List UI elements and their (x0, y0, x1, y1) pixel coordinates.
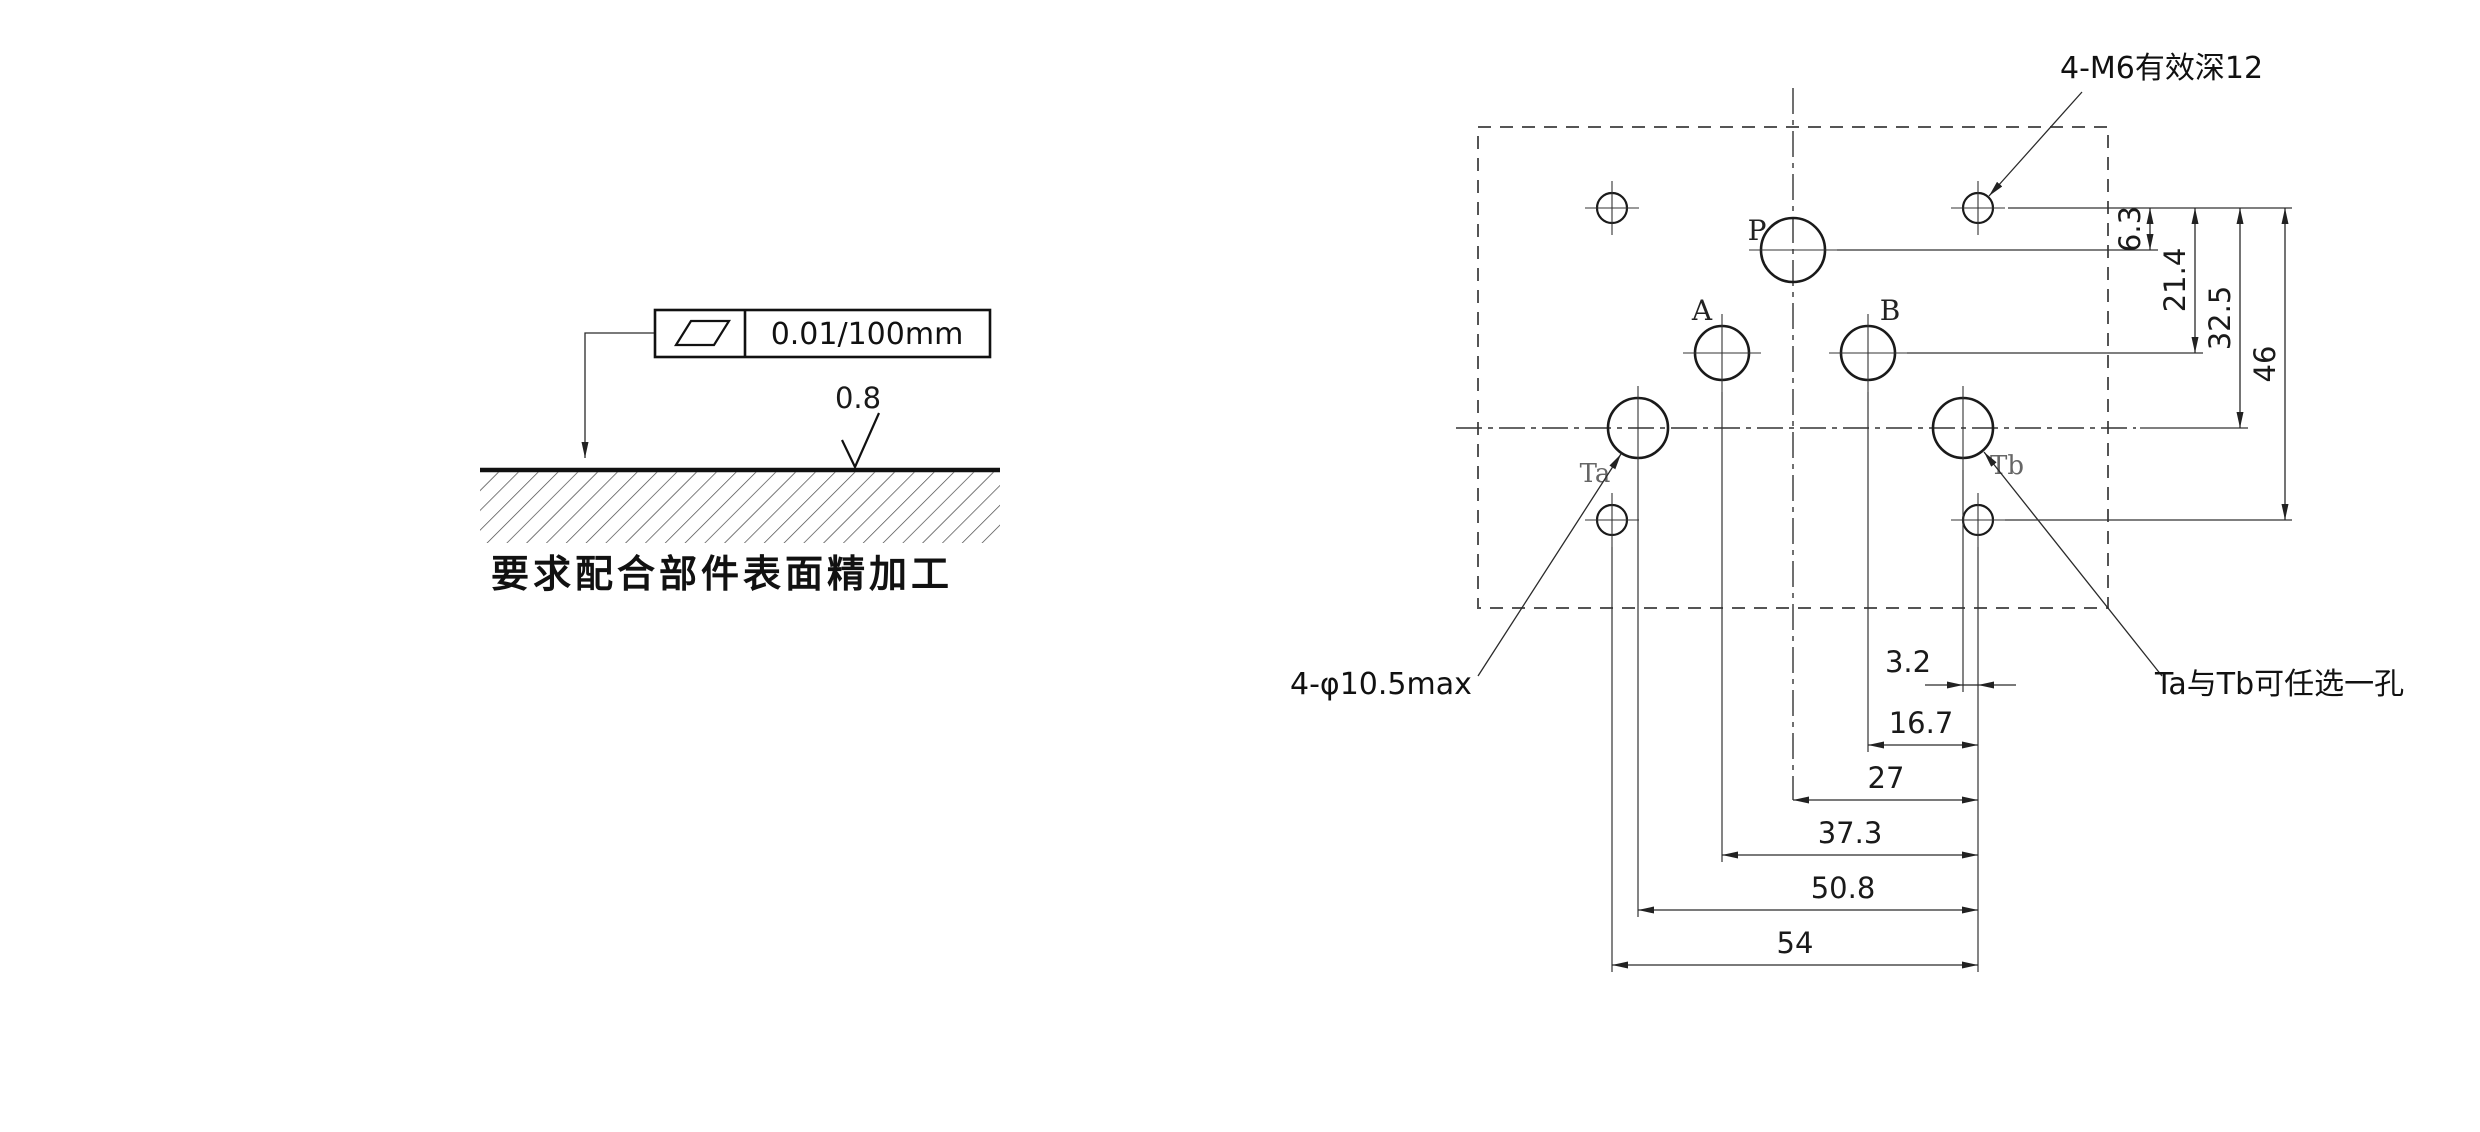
flatness-symbol-icon (674, 319, 731, 347)
tolerance-value: 0.01/100mm (771, 317, 964, 352)
bolt-hole-top-left (1585, 181, 1639, 235)
dim-text-21-4: 21.4 (2158, 248, 2192, 313)
callout-thread-holes: 4-M6有效深12 (1988, 51, 2263, 197)
callout-port-holes-text: 4-φ10.5max (1290, 667, 1472, 702)
dim-text-54: 54 (1777, 926, 1814, 960)
tolerance-frame (653, 308, 992, 359)
callout-port-holes: 4-φ10.5max (1290, 453, 1622, 702)
port-p-label: P (1748, 214, 1767, 247)
port-a: A (1683, 294, 1761, 392)
dim-text-46: 46 (2248, 346, 2282, 383)
dim-text-32-5: 32.5 (2203, 286, 2237, 351)
bolt-hole-bottom-right (1951, 493, 2005, 547)
mounting-face-view: P A B Ta Tb (1290, 51, 2404, 972)
port-tb: Tb (1931, 386, 2024, 481)
port-ta: Ta (1580, 386, 1670, 489)
tolerance-leader-line (581, 332, 655, 458)
dim-text-6-3: 6.3 (2113, 206, 2147, 252)
dim-text-27: 27 (1868, 761, 1905, 795)
port-a-label: A (1691, 294, 1713, 327)
callout-leader (1983, 451, 2163, 677)
callout-leader (1477, 453, 1622, 677)
port-b: B (1829, 294, 1907, 392)
surface-caption: 要求配合部件表面精加工 (491, 552, 953, 596)
bolt-hole-top-right (1951, 181, 2005, 235)
horizontal-dimensions: 3.2 16.7 27 37.3 50.8 54 (1611, 392, 2016, 972)
dim-text-16-7: 16.7 (1889, 706, 1954, 740)
roughness-symbol-icon (841, 412, 881, 470)
callout-port-note-text: Ta与Tb可任选一孔 (2154, 667, 2404, 702)
port-p: P (1748, 214, 1837, 284)
bolt-hole-bottom-left (1585, 493, 1639, 547)
port-ta-label: Ta (1580, 459, 1611, 489)
dim-text-50-8: 50.8 (1811, 871, 1876, 905)
callout-thread-holes-text: 4-M6有效深12 (2060, 51, 2263, 86)
port-b-label: B (1880, 294, 1901, 327)
surface-finish-annotation: 0.01/100mm 0.8 要求配合部件表面精加工 (480, 308, 1000, 596)
callout-leader (1988, 91, 2083, 197)
dim-text-37-3: 37.3 (1818, 816, 1883, 850)
mounting-face-outline (1477, 126, 2109, 609)
dim-text-3-2: 3.2 (1885, 645, 1931, 679)
vertical-dimensions: 6.3 21.4 32.5 46 (1837, 206, 2292, 521)
roughness-value: 0.8 (835, 381, 881, 415)
section-hatching (480, 472, 1000, 543)
callout-port-note: Ta与Tb可任选一孔 (1983, 451, 2404, 702)
